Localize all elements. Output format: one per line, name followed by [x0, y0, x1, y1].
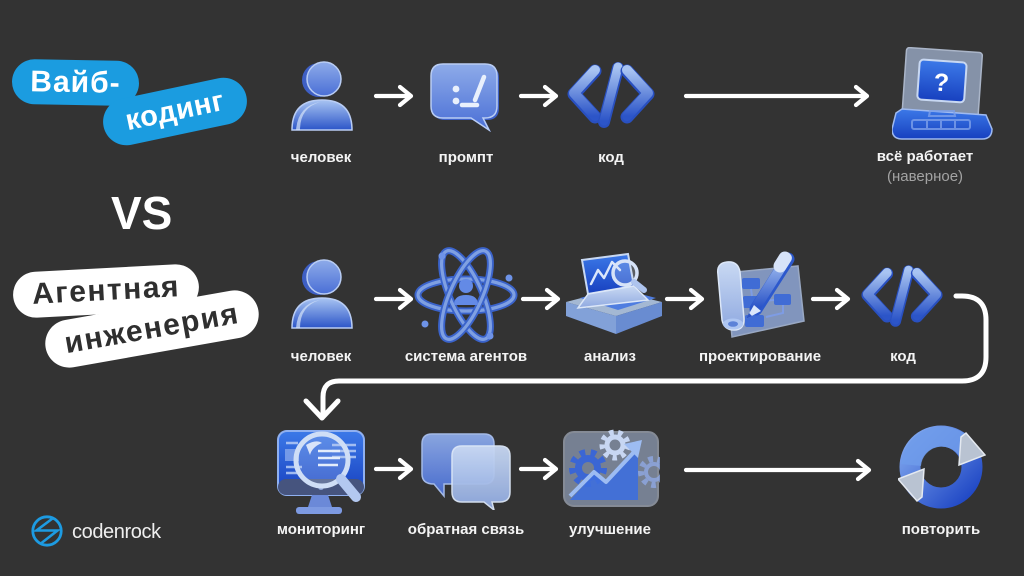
- svg-text:?: ?: [933, 68, 950, 97]
